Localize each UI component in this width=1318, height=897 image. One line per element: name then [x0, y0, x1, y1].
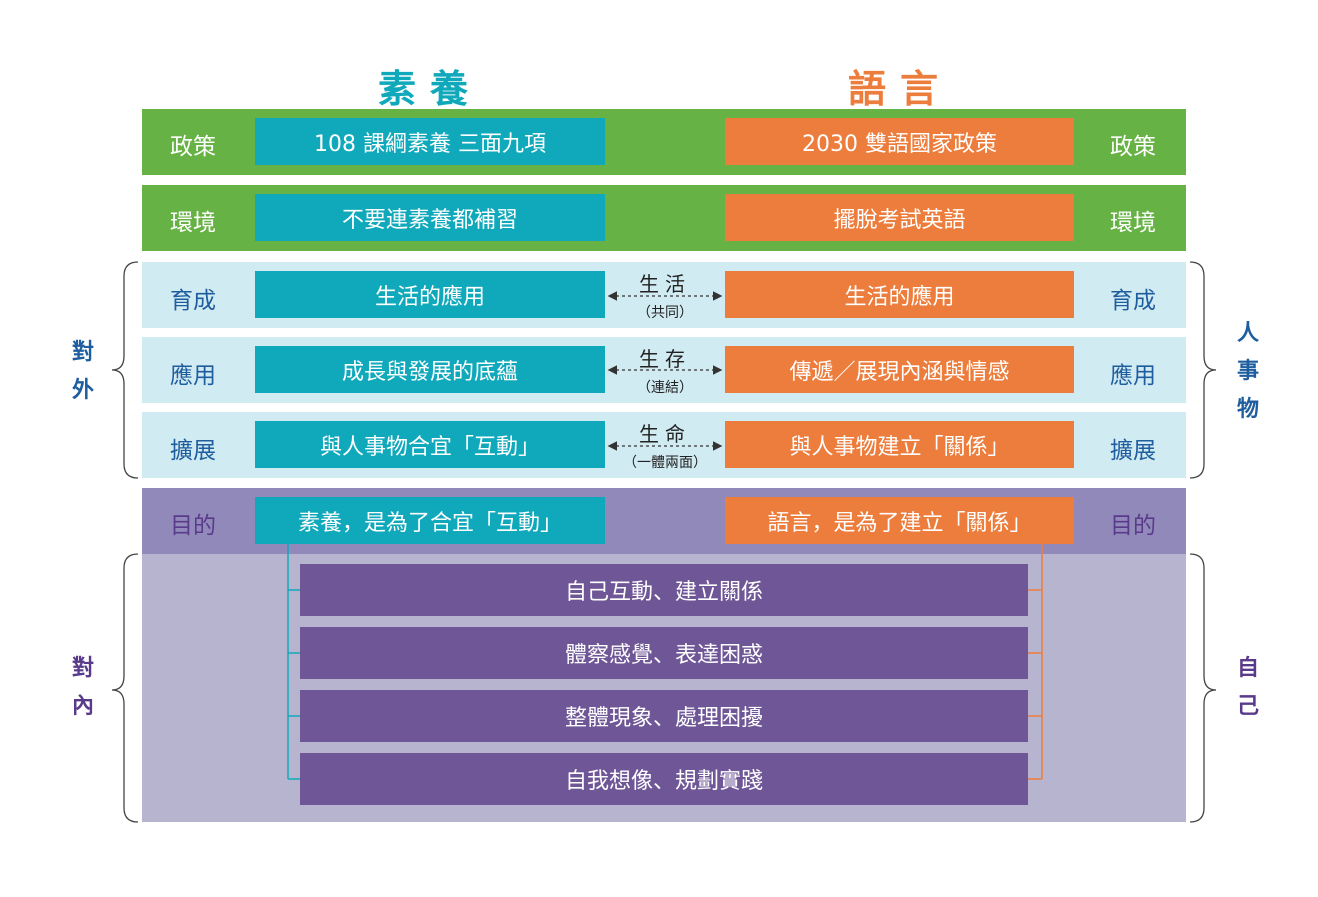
right-brace-people	[1189, 261, 1217, 479]
inner-item: 體察感覺、表達困惑	[300, 627, 1028, 679]
connector-life-sub: （共同）	[637, 305, 693, 321]
side-label-external: 對外	[71, 340, 94, 403]
side-label-self: 自己	[1236, 656, 1259, 719]
label-apply-left: 應用	[170, 363, 216, 389]
label-expand-left: 擴展	[170, 438, 216, 464]
box-policy-language: 2030 雙語國家政策	[725, 118, 1074, 165]
box-expand-literacy: 與人事物合宜「互動」	[255, 421, 605, 468]
side-label-people: 人事物	[1236, 321, 1259, 422]
inner-item: 自我想像、規劃實踐	[300, 753, 1028, 805]
header-literacy: 素養	[377, 67, 482, 111]
label-purpose-left: 目的	[170, 513, 216, 539]
box-environment-language: 擺脫考試英語	[725, 194, 1074, 241]
box-cultivate-literacy: 生活的應用	[255, 271, 605, 318]
box-cultivate-language: 生活的應用	[725, 271, 1074, 318]
connector-survival-sub: （連結）	[637, 380, 693, 396]
box-purpose-literacy: 素養，是為了合宜「互動」	[255, 497, 605, 544]
left-brace-external	[111, 261, 139, 479]
label-expand-right: 擴展	[1110, 438, 1156, 464]
label-cultivate-left: 育成	[170, 288, 216, 314]
label-purpose-right: 目的	[1110, 513, 1156, 539]
label-policy-right: 政策	[1110, 134, 1156, 160]
header-language: 語言	[847, 67, 952, 111]
right-brace-self	[1189, 553, 1217, 823]
box-policy-literacy: 108 課綱素養 三面九項	[255, 118, 605, 165]
left-tree-lines	[287, 544, 300, 780]
inner-item: 整體現象、處理困擾	[300, 690, 1028, 742]
box-apply-language: 傳遞／展現內涵與情感	[725, 346, 1074, 393]
label-cultivate-right: 育成	[1110, 288, 1156, 314]
inner-item: 自己互動、建立關係	[300, 564, 1028, 616]
label-policy-left: 政策	[170, 134, 216, 160]
label-apply-right: 應用	[1110, 363, 1156, 389]
box-environment-literacy: 不要連素養都補習	[255, 194, 605, 241]
box-apply-literacy: 成長與發展的底蘊	[255, 346, 605, 393]
connector-lifetime-sub: （一體兩面）	[623, 455, 707, 471]
right-tree-lines	[1028, 544, 1043, 780]
left-brace-internal	[111, 553, 139, 823]
box-purpose-language: 語言，是為了建立「關係」	[725, 497, 1074, 544]
label-environment-right: 環境	[1110, 210, 1156, 236]
box-expand-language: 與人事物建立「關係」	[725, 421, 1074, 468]
label-environment-left: 環境	[170, 210, 216, 236]
side-label-internal: 對內	[71, 656, 94, 719]
